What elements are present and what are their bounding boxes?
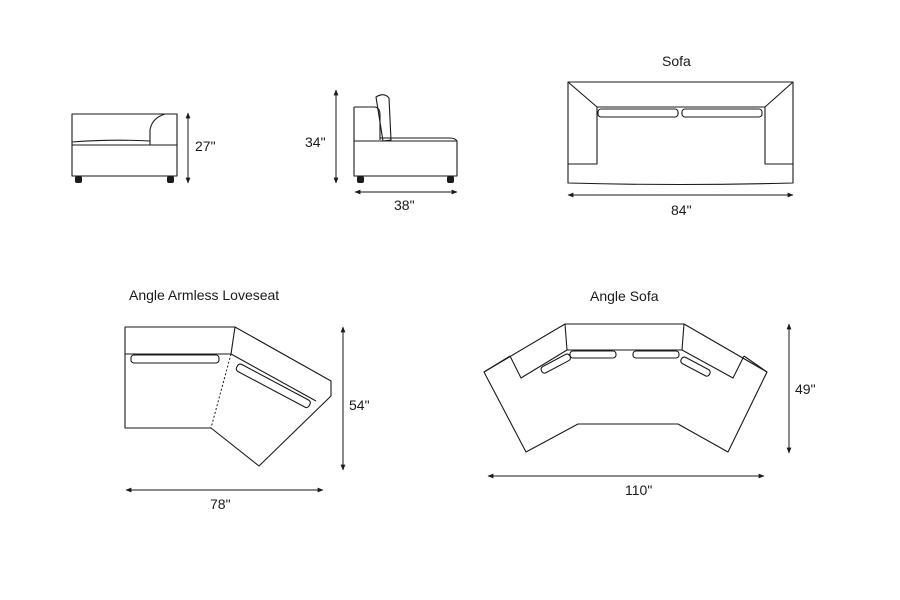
angle-loveseat-cushion-left xyxy=(130,354,220,364)
sofa-arm-right xyxy=(764,81,794,165)
side-body xyxy=(353,107,458,177)
side-view: 34" 38" xyxy=(305,89,458,213)
angle-sofa-arm-right xyxy=(743,355,768,373)
angle-sofa-title: Angle Sofa xyxy=(590,288,659,304)
angle-sofa-outline xyxy=(483,323,768,453)
angle-sofa-back-left xyxy=(509,323,568,379)
angle-loveseat-outline xyxy=(124,326,332,467)
angle-sofa-cushion-center-right xyxy=(632,350,680,359)
chair-base xyxy=(71,145,178,177)
angle-loveseat-width-label: 78" xyxy=(210,496,231,512)
angle-sofa-top-view: Angle Sofa 49" 110" xyxy=(483,288,816,498)
angle-sofa-back-right xyxy=(681,323,745,379)
chair-arm-curve xyxy=(149,113,166,145)
angle-sofa-cushion-center-left xyxy=(569,350,617,359)
sofa-title: Sofa xyxy=(662,53,691,69)
angle-sofa-cushion-left xyxy=(540,353,572,374)
chair-foot-left xyxy=(75,176,82,183)
angle-sofa-depth-label: 49" xyxy=(795,381,816,397)
chair-foot-right xyxy=(167,176,174,183)
sofa-top-view: Sofa 84" xyxy=(567,53,794,218)
angle-loveseat-depth-label: 54" xyxy=(349,397,370,413)
side-back-cushion xyxy=(375,94,392,142)
angle-loveseat-cushion-right xyxy=(235,363,311,409)
angle-sofa-arm-left xyxy=(483,355,511,373)
angle-loveseat-title: Angle Armless Loveseat xyxy=(129,287,279,303)
sofa-arm-left xyxy=(567,81,598,165)
angle-loveseat-seam xyxy=(210,353,232,429)
sofa-cushion-right xyxy=(681,108,763,118)
side-height-label: 34" xyxy=(305,134,326,150)
sofa-cushion-left xyxy=(597,108,679,118)
angle-sofa-cushion-right xyxy=(680,356,711,377)
side-foot-right xyxy=(447,176,454,183)
sofa-width-label: 84" xyxy=(671,202,692,218)
chair-height-label: 27" xyxy=(195,138,216,154)
angle-loveseat-top-view: Angle Armless Loveseat 54" 78" xyxy=(124,287,370,512)
angle-loveseat-back-line xyxy=(230,326,236,355)
side-depth-label: 38" xyxy=(394,197,415,213)
sofa-outline xyxy=(567,81,794,186)
armless-chair-front-view: 27" xyxy=(71,112,216,184)
side-foot-left xyxy=(357,176,364,183)
chair-seat-line xyxy=(71,139,151,143)
side-back-frame xyxy=(354,106,381,140)
angle-sofa-width-label: 110" xyxy=(625,482,652,498)
